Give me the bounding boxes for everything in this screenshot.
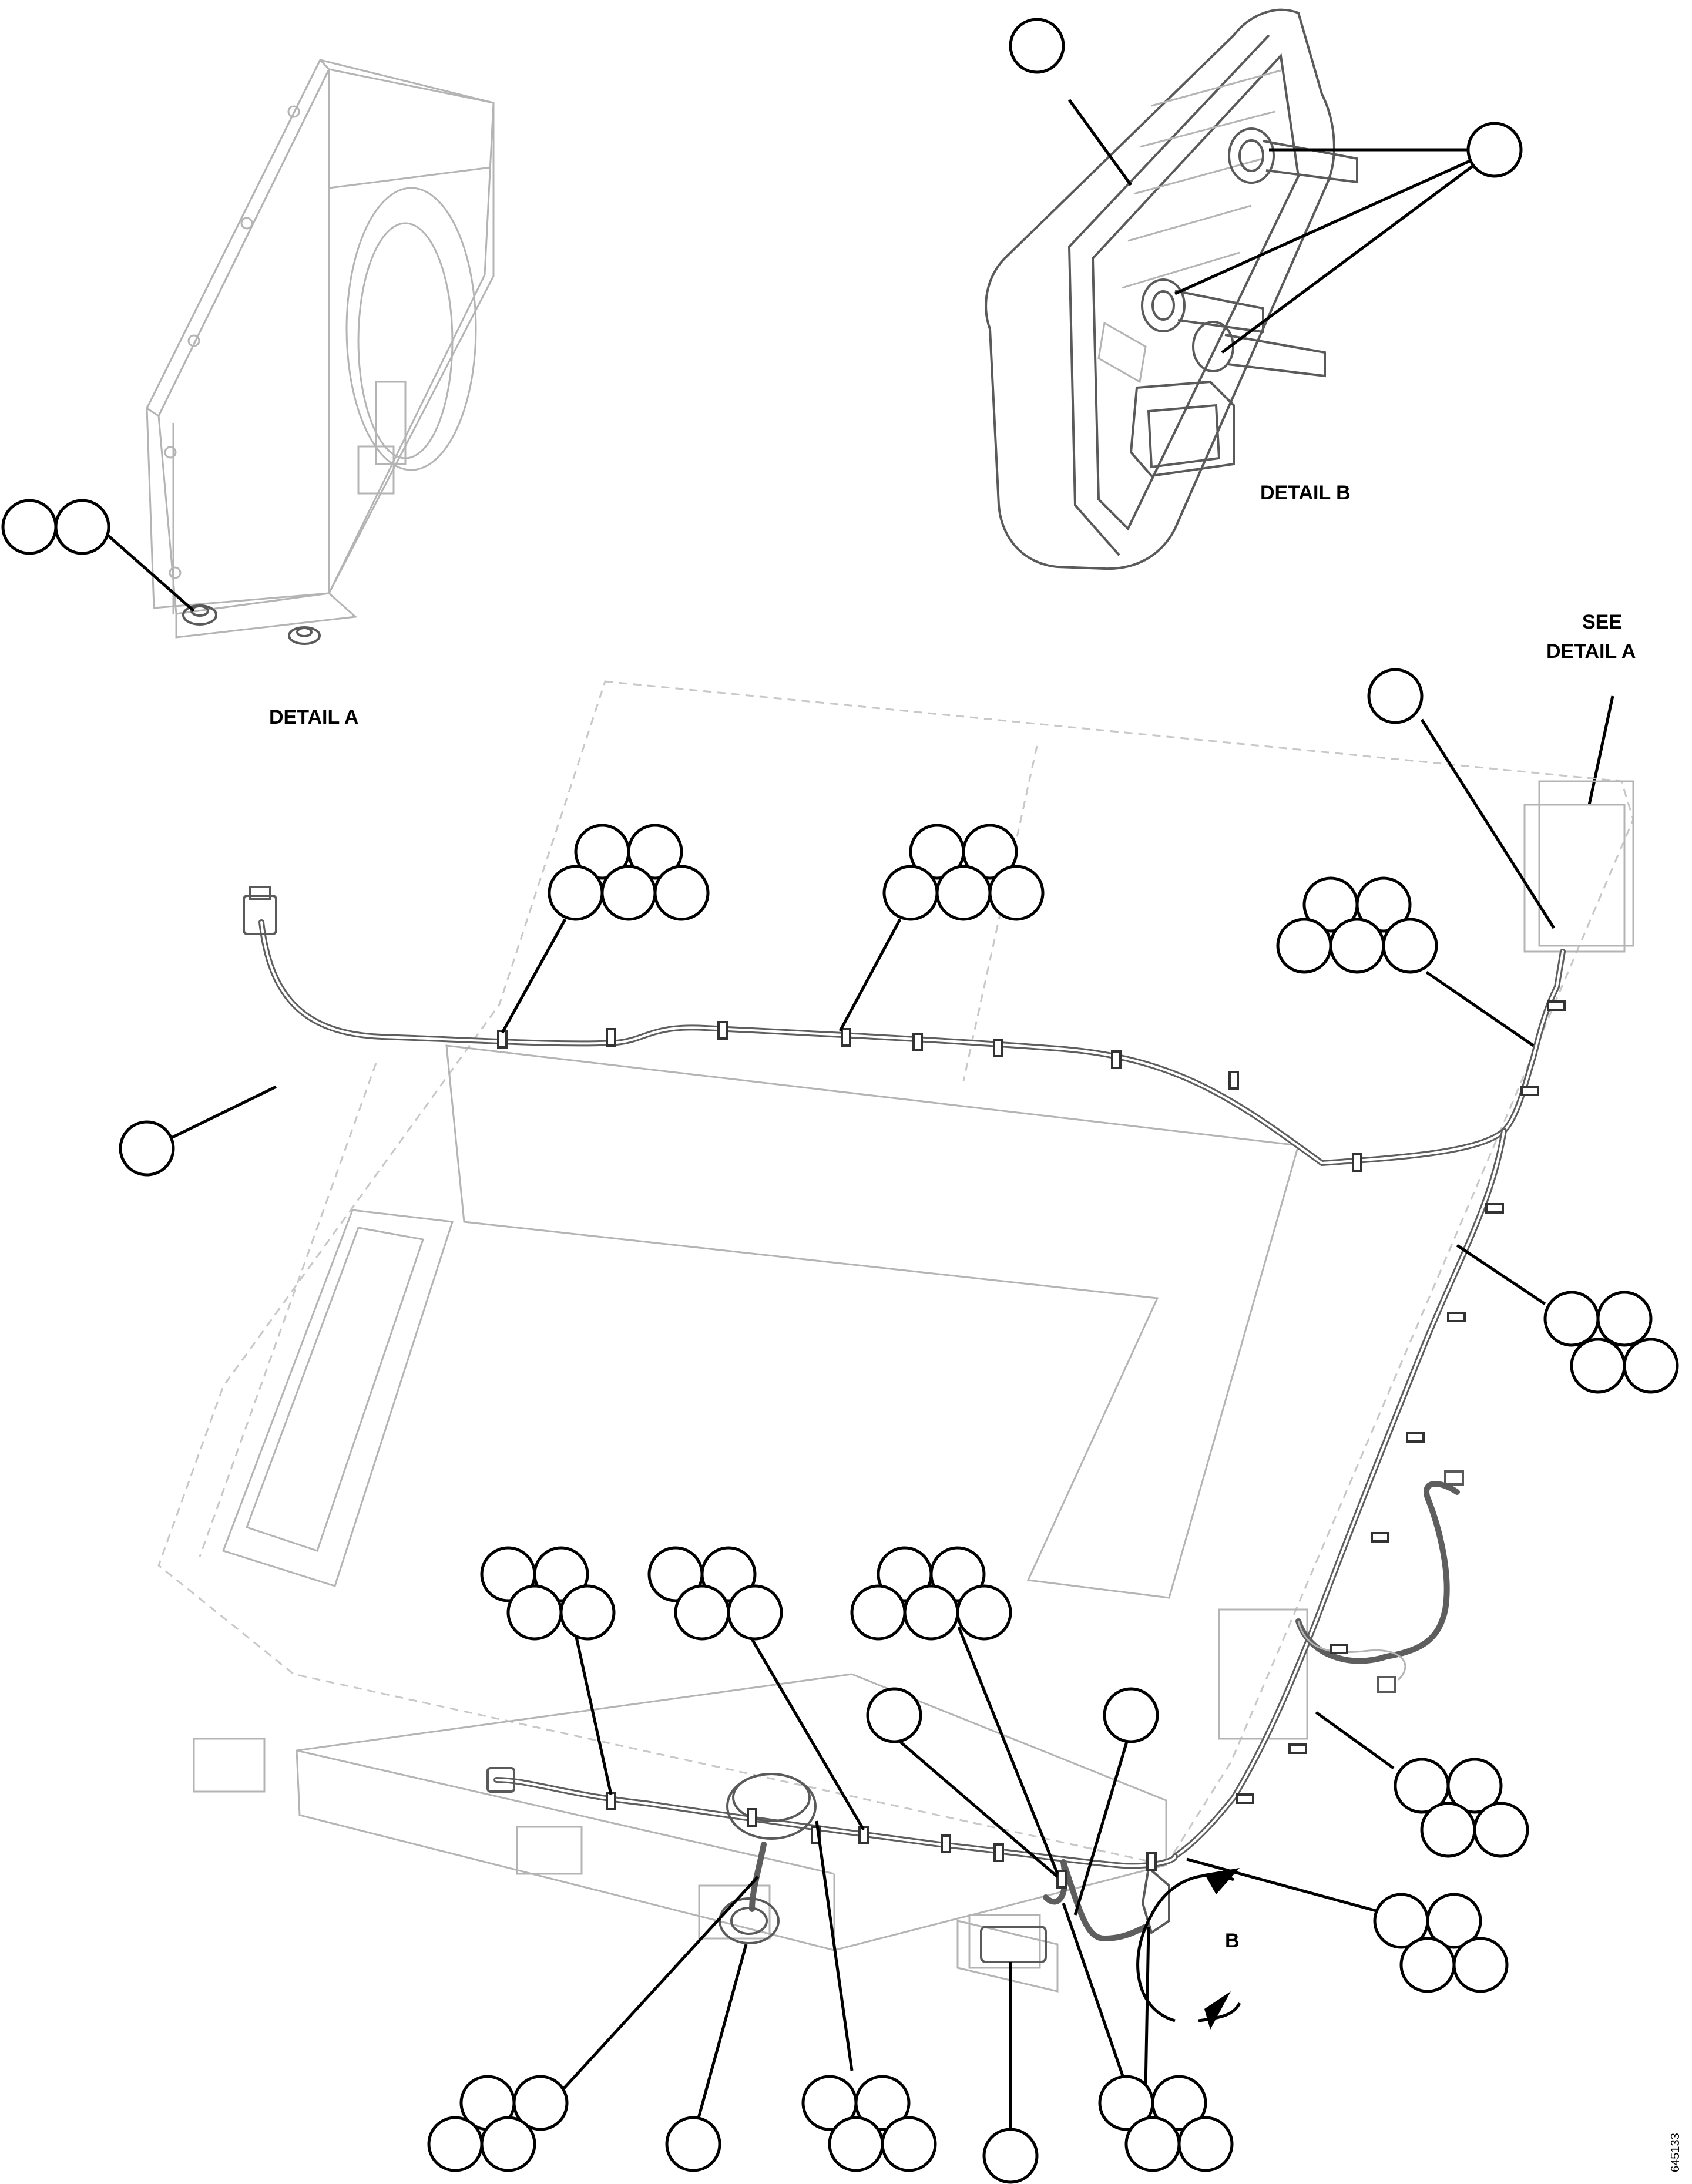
balloon [533, 1546, 589, 1602]
balloon [1466, 122, 1523, 178]
balloon [962, 824, 1018, 880]
balloon [935, 865, 992, 921]
balloon [828, 2116, 884, 2172]
view-b-arrow-upper [1204, 1868, 1240, 1894]
balloon [988, 865, 1045, 921]
balloon [1446, 1758, 1503, 1814]
view-b-callout [1136, 1868, 1241, 2030]
balloon [1543, 1291, 1600, 1347]
balloon [600, 865, 657, 921]
balloon [866, 1687, 922, 1743]
balloon [512, 2075, 569, 2131]
balloon [653, 865, 710, 921]
balloon [1124, 2116, 1181, 2172]
detail-a-battery-box [146, 58, 495, 645]
balloon [1570, 1338, 1626, 1394]
balloon [1177, 2116, 1234, 2172]
balloon [506, 1584, 563, 1641]
balloon [1399, 1937, 1456, 1993]
balloon [1151, 2075, 1207, 2131]
balloon [903, 1584, 959, 1641]
balloon [1623, 1338, 1679, 1394]
balloon [881, 2116, 937, 2172]
balloon [627, 824, 683, 880]
balloon [1382, 918, 1438, 974]
balloon [982, 2128, 1039, 2184]
balloon [882, 865, 939, 921]
balloon [1452, 1937, 1509, 1993]
balloon [427, 2116, 484, 2172]
balloon [1329, 918, 1385, 974]
see-detail-a-label: DETAIL A [1546, 640, 1636, 663]
balloon [54, 499, 110, 555]
balloon [559, 1584, 616, 1641]
detail-b-light [985, 8, 1358, 570]
balloon [119, 1120, 175, 1177]
balloon [1103, 1687, 1159, 1743]
balloon [674, 1584, 730, 1641]
balloon [700, 1546, 757, 1602]
main-harness [243, 886, 1566, 1963]
balloon [1420, 1802, 1476, 1858]
leader-lines [96, 99, 1556, 2132]
balloon [548, 865, 604, 921]
detail-a-label: DETAIL A [269, 706, 358, 728]
balloon [1473, 1802, 1529, 1858]
balloon [929, 1546, 986, 1602]
balloon [665, 2116, 721, 2172]
view-b-arrow-lower [1204, 1991, 1231, 2030]
callout-balloons [1, 18, 1679, 2184]
balloon [480, 2116, 536, 2172]
balloon [1, 499, 58, 555]
balloon [1276, 918, 1332, 974]
balloon [850, 1584, 907, 1641]
drawing-number: 645133 [1669, 2133, 1682, 2172]
detail-b-label: DETAIL B [1260, 482, 1351, 504]
balloon [1355, 876, 1412, 933]
see-detail-a-leader [1587, 695, 1614, 805]
balloon [1596, 1291, 1653, 1347]
balloon [1426, 1893, 1482, 1949]
see-label: SEE [1582, 611, 1622, 633]
balloon [1009, 18, 1065, 74]
balloon [727, 1584, 783, 1641]
balloon [1367, 668, 1424, 724]
balloon [956, 1584, 1012, 1641]
view-b-label: B [1225, 1930, 1240, 1952]
balloon [854, 2075, 911, 2131]
